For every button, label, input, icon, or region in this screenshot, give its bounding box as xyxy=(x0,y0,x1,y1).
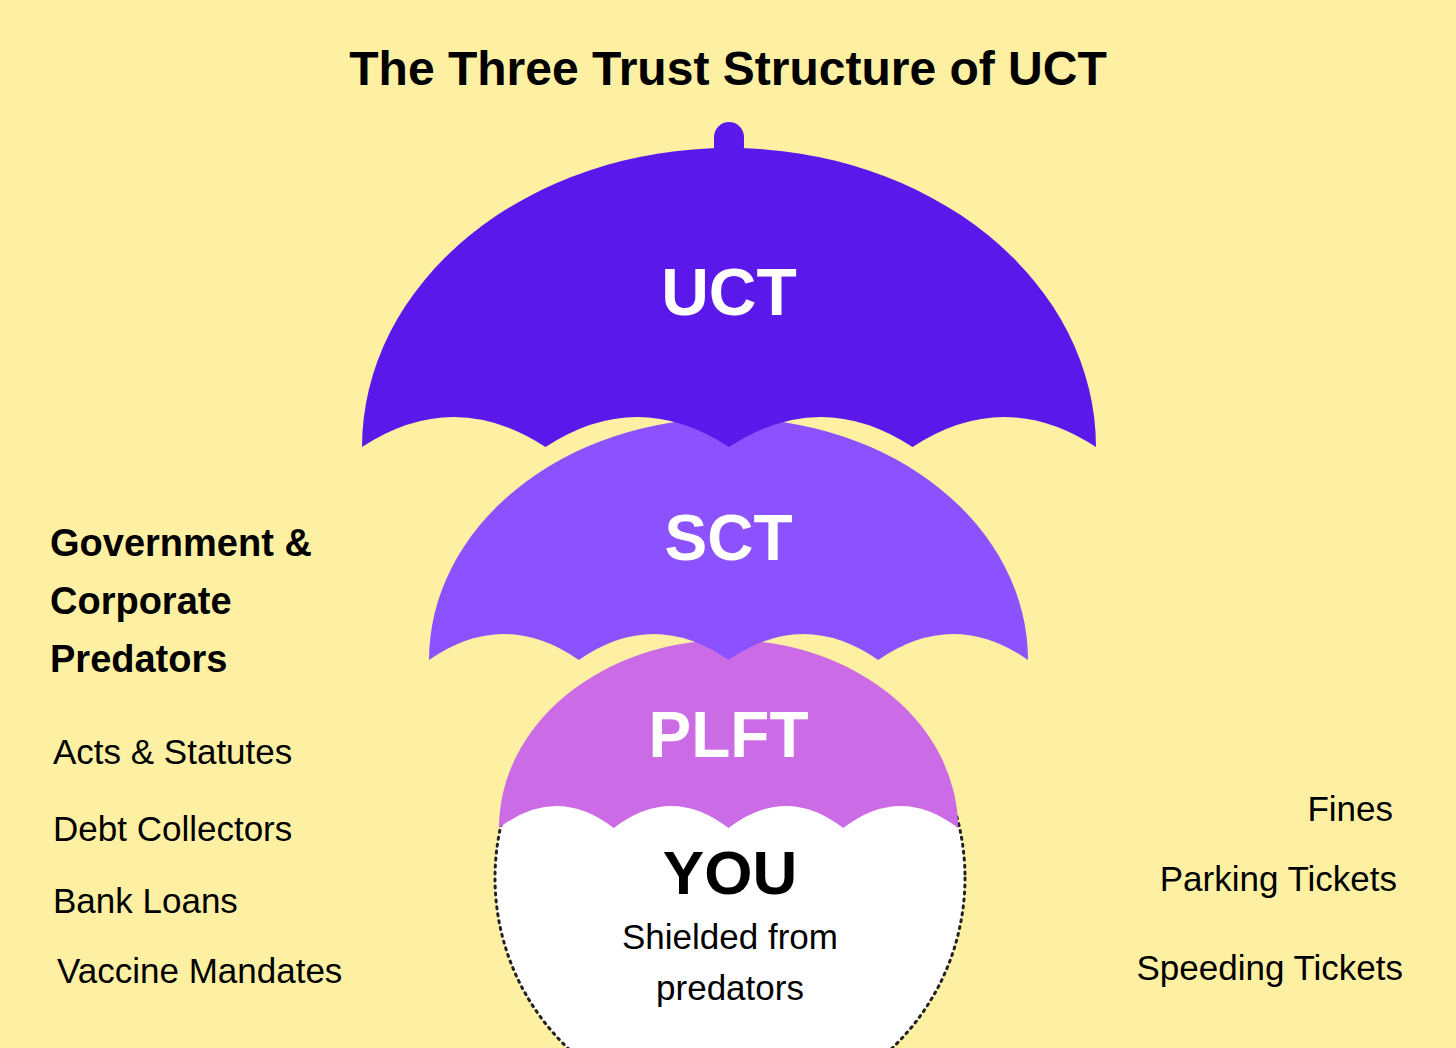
node-body: Shielded from predators xyxy=(580,912,880,1014)
side-label: Vaccine Mandates xyxy=(57,950,457,992)
side-label: Debt Collectors xyxy=(53,808,453,850)
node-heading: UCT xyxy=(362,253,1096,332)
canopy-shape xyxy=(429,418,1028,660)
node-heading: YOU xyxy=(493,836,967,910)
canopy-shape xyxy=(362,148,1096,447)
umbrella-node: SCT xyxy=(429,418,1028,660)
side-label: Parking Tickets xyxy=(995,858,1397,900)
umbrella-node: UCT xyxy=(362,148,1096,447)
side-label: Acts & Statutes xyxy=(53,731,453,773)
canopy-shape xyxy=(499,640,958,828)
group-heading: Government & Corporate Predators xyxy=(50,514,380,688)
node-heading: PLFT xyxy=(499,697,958,774)
side-label: Speeding Tickets xyxy=(995,947,1403,989)
umbrella-node: PLFT xyxy=(499,640,958,828)
side-label: Bank Loans xyxy=(53,880,453,922)
node-heading: SCT xyxy=(429,500,1028,577)
side-label: Fines xyxy=(995,788,1393,830)
diagram-title: The Three Trust Structure of UCT xyxy=(0,40,1456,98)
